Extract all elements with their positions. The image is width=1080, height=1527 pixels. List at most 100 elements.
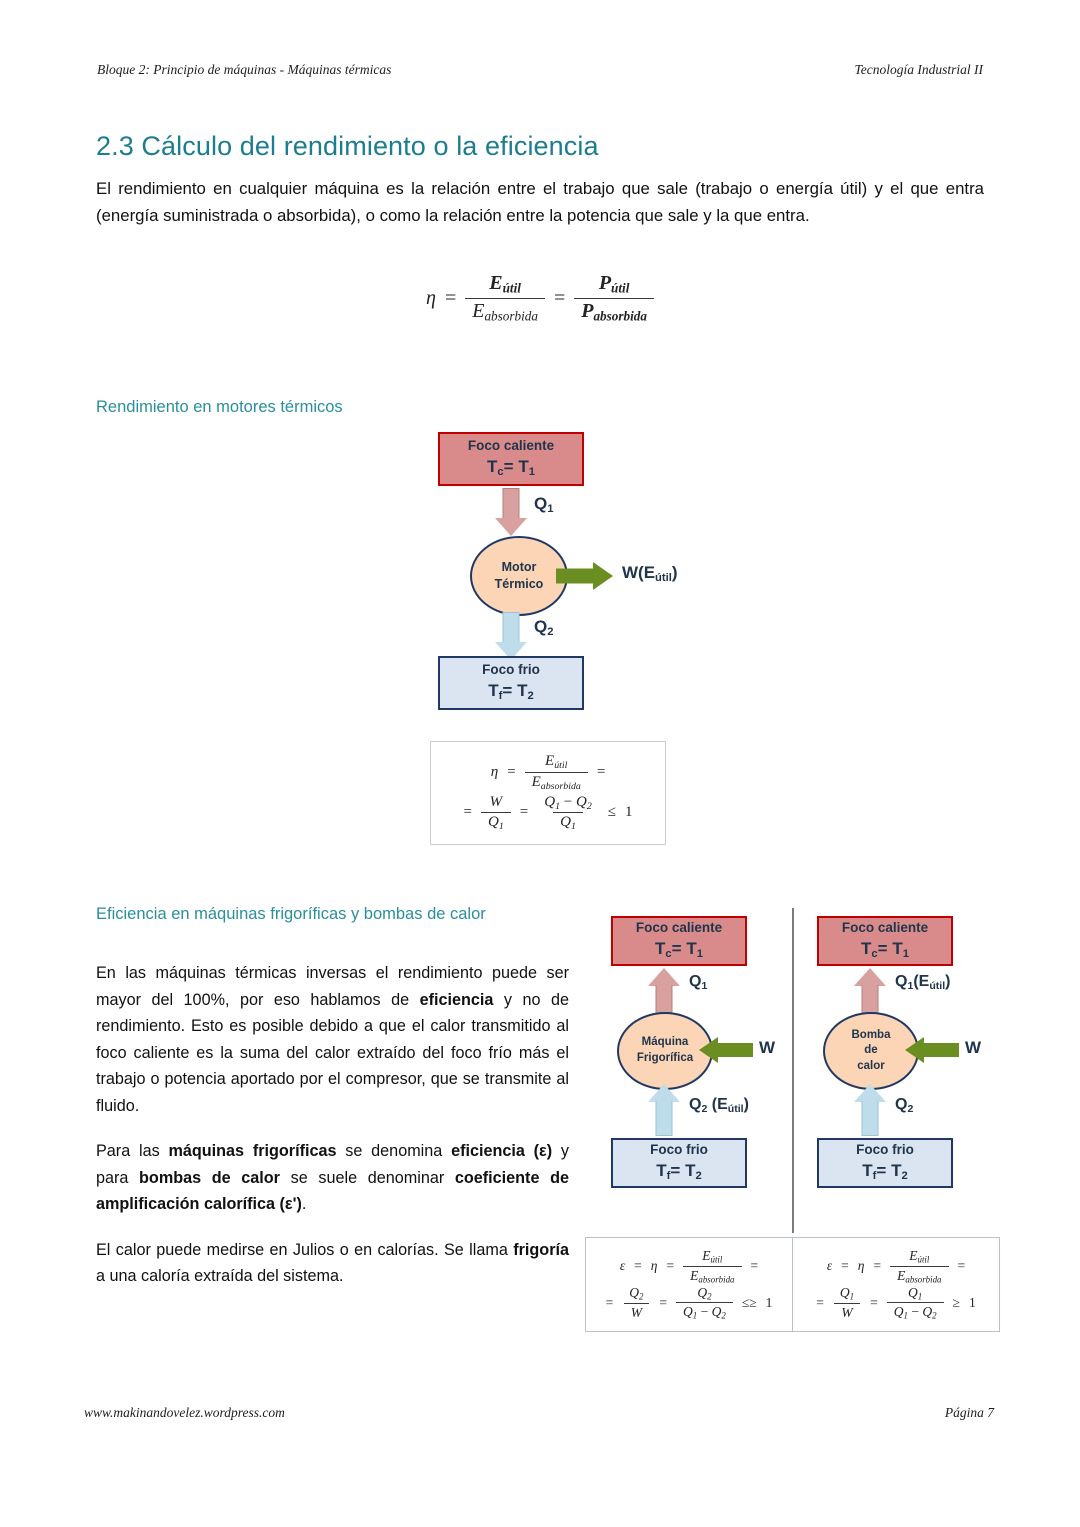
cold-reservoir-temp: Tf= T2 (656, 1161, 702, 1183)
refrigerator-diagram: Foco caliente Tc= T1 Q1 Máquina Frigoríf… (593, 916, 783, 1196)
epsilon-symbol: ε (826, 1258, 833, 1274)
hot-reservoir-label: Foco caliente (635, 920, 723, 936)
eta-symbol: η (650, 1258, 658, 1274)
E-symbol: E (472, 299, 485, 322)
refrigerator-formula: ε = η = Eútil Eabsorbida = = Q2 W (605, 1248, 773, 1321)
machine-label-line3: calor (857, 1059, 885, 1072)
q1-arrow-down-icon (495, 488, 527, 536)
heat-engine-diagram: Foco caliente Tc= T1 Q1 Motor Térmico W(… (438, 432, 678, 712)
hot-reservoir-box: Foco caliente Tc= T1 (817, 916, 953, 966)
footer-page-number: Página 7 (944, 1405, 994, 1420)
q2-label: Q2 (534, 617, 554, 639)
less-greater-equal-sign: ≤≥ (741, 1294, 757, 1310)
cold-reservoir-box: Foco frio Tf= T2 (817, 1138, 953, 1188)
machine-label-line1: Bomba (851, 1028, 891, 1041)
refrigerator-formula-box: ε = η = Eútil Eabsorbida = = Q2 W (585, 1237, 793, 1332)
P-symbol: P (581, 299, 594, 322)
util-subscript: útil (611, 280, 630, 296)
q1-label: Q1(Eútil) (895, 973, 951, 992)
hot-reservoir-temp: Tc= T1 (861, 939, 909, 961)
subheading-frigorificas: Eficiencia en máquinas frigoríficas y bo… (96, 905, 486, 923)
fraction-q2-w: Q2 W (622, 1285, 650, 1320)
hot-reservoir-temp: Tc= T1 (487, 457, 535, 479)
equals-sign: = (596, 763, 606, 780)
running-header: Bloque 2: Principio de máquinas - Máquin… (97, 62, 983, 78)
hot-reservoir-label: Foco caliente (841, 920, 929, 936)
fraction-q1-dq: Q1 Q1 − Q2 (886, 1285, 944, 1321)
fraction-power: Pútil Pabsorbida (574, 272, 654, 324)
q2-label: Q2 (895, 1096, 914, 1115)
hot-reservoir-box: Foco caliente Tc= T1 (438, 432, 584, 486)
work-arrow-left-icon (905, 1037, 959, 1063)
hot-reservoir-label: Foco caliente (467, 438, 555, 454)
section-heading: 2.3 Cálculo del rendimiento o la eficien… (96, 131, 599, 161)
engine-ellipse: Motor Térmico (470, 536, 568, 616)
E-symbol: E (489, 272, 503, 294)
running-header-right: Tecnología Industrial II (854, 62, 983, 77)
q2-label: Q2 (Eútil) (689, 1096, 749, 1115)
absorbida-subscript: absorbida (484, 308, 538, 324)
absorbida-subscript: absorbida (593, 308, 647, 324)
eta-symbol: η (426, 286, 436, 309)
work-arrow-left-icon (699, 1037, 753, 1063)
q1-arrow-up-icon (854, 968, 886, 1014)
running-header-left: Bloque 2: Principio de máquinas - Máquin… (97, 62, 392, 77)
fraction-q2-dq: Q2 Q1 − Q2 (676, 1285, 733, 1321)
q1-label: Q1 (534, 494, 554, 516)
inverse-machines-figure: Foco caliente Tc= T1 Q1 Máquina Frigoríf… (585, 908, 1000, 1333)
efficiency-formula: η = Eútil Eabsorbida = Pútil Pabsorbida (0, 272, 1080, 324)
cold-reservoir-temp: Tf= T2 (488, 681, 534, 703)
heat-pump-formula-box: ε = η = Eútil Eabsorbida = = Q1 W (792, 1237, 1000, 1332)
equals-sign: = (463, 804, 472, 821)
fraction-energy: Eútil Eabsorbida (465, 272, 545, 324)
body-text-column: En las máquinas térmicas inversas el ren… (96, 960, 569, 1290)
work-label: W(Eútil) (622, 563, 678, 585)
paragraph-definiciones: Para las máquinas frigoríficas se denomi… (96, 1142, 570, 1213)
engine-label-line2: Térmico (494, 577, 544, 591)
equals-sign: = (519, 804, 529, 821)
refrigerator-ellipse: Máquina Frigorífica (617, 1012, 713, 1090)
q1-arrow-up-icon (648, 968, 680, 1014)
work-label: W (759, 1038, 776, 1057)
paragraph-inversas: En las máquinas térmicas inversas el ren… (96, 964, 569, 1115)
paragraph-frigoria: El calor puede medirse en Julios o en ca… (96, 1240, 569, 1286)
hot-reservoir-temp: Tc= T1 (655, 939, 703, 961)
less-equal-sign: ≤ (607, 804, 616, 821)
cold-reservoir-label: Foco frio (856, 1142, 914, 1158)
q2-arrow-up-icon (648, 1084, 680, 1136)
intro-paragraph: El rendimiento en cualquier máquina es l… (96, 179, 984, 225)
work-arrow-right-icon (556, 562, 616, 590)
epsilon-symbol: ε (619, 1258, 626, 1274)
one-value: 1 (765, 1294, 773, 1310)
equals-sign: = (507, 763, 516, 780)
greater-equal-sign: ≥ (952, 1294, 960, 1310)
engine-efficiency-formula-box: η = Eútil Eabsorbida = = W Q1 = Q1 − Q2 … (430, 741, 666, 846)
cold-reservoir-label: Foco frio (482, 662, 540, 678)
fraction-w-q1: W Q1 (480, 794, 511, 832)
cold-reservoir-temp: Tf= T2 (862, 1161, 908, 1183)
cold-reservoir-box: Foco frio Tf= T2 (438, 656, 584, 710)
cold-reservoir-box: Foco frio Tf= T2 (611, 1138, 747, 1188)
machine-label-line2: de (864, 1044, 878, 1057)
util-subscript: útil (502, 280, 521, 296)
machine-label-line1: Máquina (641, 1036, 689, 1049)
q1-label: Q1 (689, 973, 708, 992)
q2-arrow-up-icon (854, 1084, 886, 1136)
equals-sign: = (553, 286, 566, 309)
fraction-energy: Eútil Eabsorbida (683, 1248, 742, 1284)
fraction-energy: Eútil Eabsorbida (890, 1248, 949, 1284)
P-symbol: P (598, 272, 612, 294)
running-footer: www.makinandovelez.wordpress.com Página … (84, 1405, 994, 1421)
equals-sign: = (444, 286, 457, 309)
fraction-dq-q1: Q1 − Q2 Q1 (544, 793, 592, 833)
cold-reservoir-label: Foco frio (650, 1142, 708, 1158)
one-value: 1 (624, 804, 633, 821)
one-value: 1 (968, 1294, 976, 1310)
work-label: W (965, 1038, 982, 1057)
engine-label-line1: Motor (501, 560, 537, 575)
figure-divider (792, 908, 794, 1233)
eta-symbol: η (857, 1258, 865, 1274)
eta-symbol: η (490, 763, 499, 780)
machine-label-line2: Frigorífica (636, 1052, 694, 1064)
